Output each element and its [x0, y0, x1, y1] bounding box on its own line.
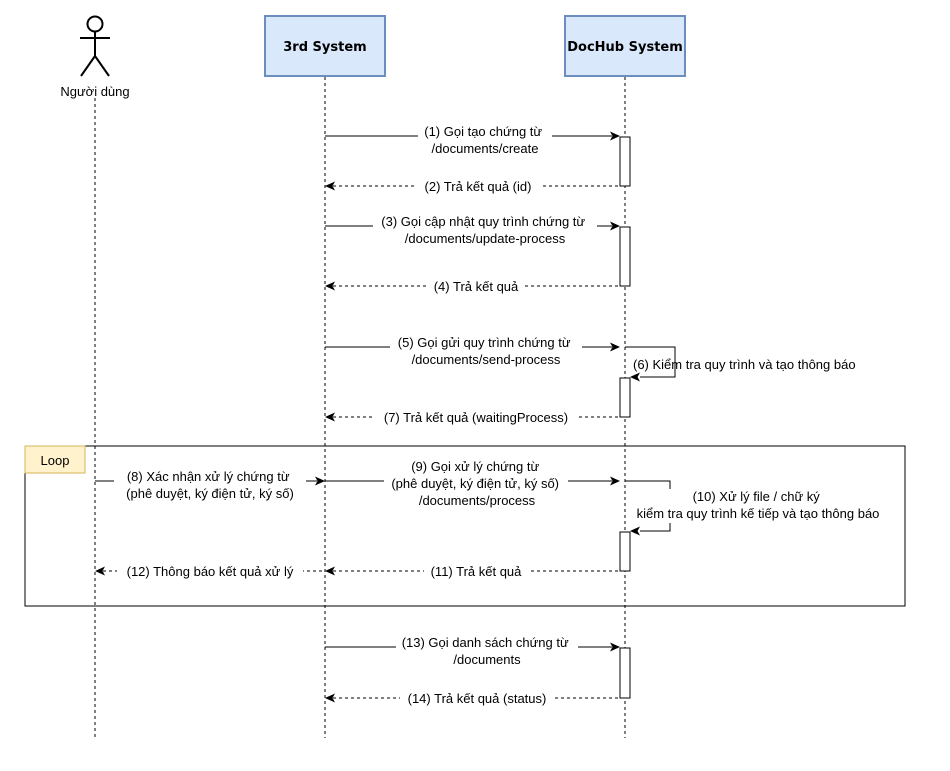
participant-dochub-system-label: DocHub System [567, 40, 683, 55]
stick-figure-actor-icon [80, 15, 110, 77]
message-4: (4) Trả kết quả [325, 278, 620, 294]
arrowhead [95, 566, 105, 576]
arrowhead [610, 476, 620, 486]
message-2: (2) Trả kết quả (id) [325, 178, 620, 194]
arrowhead [610, 342, 620, 352]
message-3-label: (3) Gọi cập nhật quy trình chứng từ /doc… [381, 214, 588, 246]
message-8: (8) Xác nhận xử lý chứng từ (phê duyệt, … [95, 469, 325, 501]
arrowhead [315, 476, 325, 486]
activation-bar [619, 226, 631, 287]
message-1: (1) Gọi tạo chứng từ /documents/create [325, 124, 620, 156]
arrowhead [325, 693, 335, 703]
participant-dochub-system: DocHub System [564, 15, 686, 77]
arrowhead [630, 372, 640, 382]
message-14-label: (14) Trả kết quả (status) [408, 691, 547, 706]
arrowhead [325, 181, 335, 191]
message-7: (7) Trả kết quả (waitingProcess) [325, 409, 620, 425]
arrowhead [325, 566, 335, 576]
message-6-label: (6) Kiểm tra quy trình và tạo thông báo [633, 357, 856, 372]
arrowhead [630, 526, 640, 536]
actor-user: Người dùng [60, 15, 130, 99]
arrowhead [325, 281, 335, 291]
message-10-self: (10) Xử lý file / chữ ký kiểm tra quy tr… [625, 480, 891, 536]
message-4-label: (4) Trả kết quả [434, 279, 519, 294]
activation-bar [619, 136, 631, 187]
arrowhead [610, 131, 620, 141]
message-13-label: (13) Gọi danh sách chứng từ /documents [402, 635, 573, 667]
message-10-label: (10) Xử lý file / chữ ký kiểm tra quy tr… [637, 489, 880, 521]
participant-3rd-system-label: 3rd System [283, 40, 366, 55]
message-9-label: (9) Gọi xử lý chứng từ (phê duyệt, ký đi… [391, 459, 562, 508]
loop-label: Loop [41, 453, 70, 468]
arrowhead [610, 642, 620, 652]
arrowhead [325, 412, 335, 422]
message-12: (12) Thông báo kết quả xử lý [95, 563, 325, 579]
loop-frame [24, 445, 906, 607]
arrowhead [610, 221, 620, 231]
message-7-label: (7) Trả kết quả (waitingProcess) [384, 410, 568, 425]
participant-3rd-system: 3rd System [264, 15, 386, 77]
activation-bar [619, 531, 631, 572]
message-1-label: (1) Gọi tạo chứng từ /documents/create [424, 124, 545, 156]
message-9: (9) Gọi xử lý chứng từ (phê duyệt, ký đi… [325, 458, 620, 508]
message-2-label: (2) Trả kết quả (id) [425, 179, 532, 194]
message-5: (5) Gọi gửi quy trình chứng từ /document… [325, 335, 620, 367]
message-3: (3) Gọi cập nhật quy trình chứng từ /doc… [325, 214, 620, 246]
loop-fragment: Loop [24, 445, 906, 607]
message-12-label: (12) Thông báo kết quả xử lý [127, 564, 294, 579]
message-5-label: (5) Gọi gửi quy trình chứng từ /document… [398, 335, 574, 367]
loop-tag [24, 445, 86, 474]
message-13: (13) Gọi danh sách chứng từ /documents [325, 635, 620, 667]
activation-bar [619, 647, 631, 699]
message-14: (14) Trả kết quả (status) [325, 690, 620, 706]
message-6-self: (6) Kiểm tra quy trình và tạo thông báo [625, 346, 856, 382]
actor-user-label: Người dùng [60, 84, 129, 99]
activation-bar [619, 377, 631, 418]
message-11: (11) Trả kết quả [325, 563, 620, 579]
message-8-label: (8) Xác nhận xử lý chứng từ (phê duyệt, … [126, 469, 294, 501]
message-11-label: (11) Trả kết quả [431, 564, 523, 579]
